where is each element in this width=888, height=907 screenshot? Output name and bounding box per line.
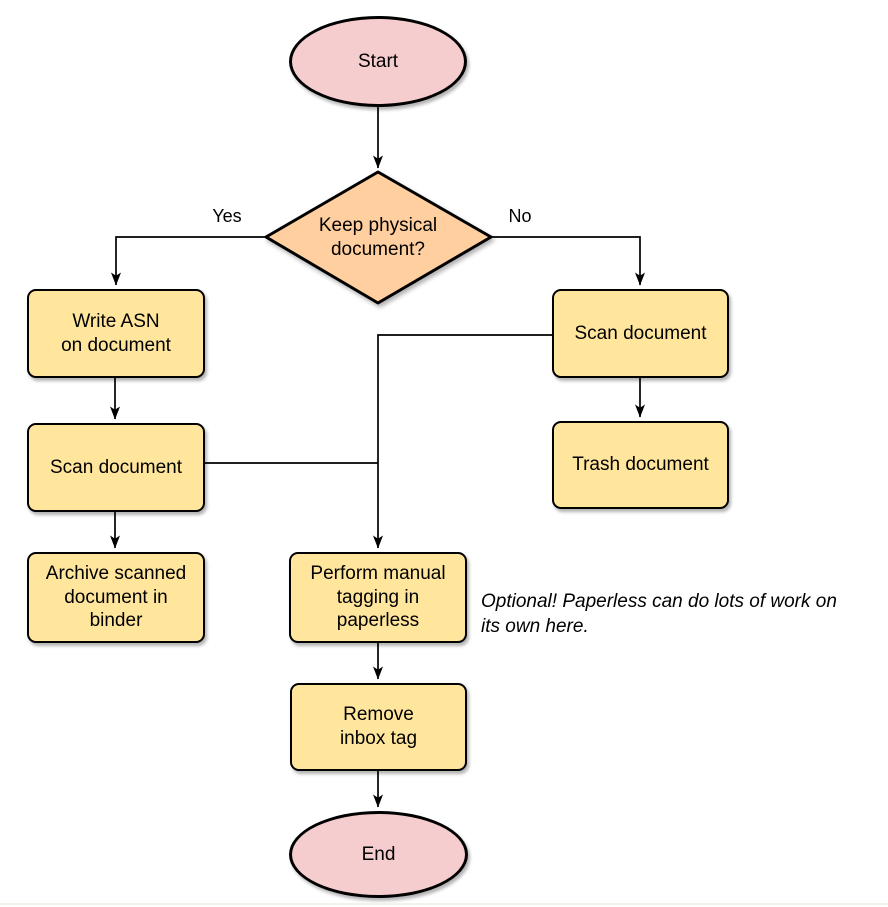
page-bottom-divider [0,903,888,905]
node-write-asn: Write ASN on document [27,289,205,378]
node-decision-label: Keep physical document? [318,215,438,260]
edge-decision-yes-to-write-asn [111,236,266,286]
edge-label-yes: Yes [212,206,242,226]
edge-label-no: No [508,206,532,226]
node-remove-inbox-tag: Remove inbox tag [290,683,467,771]
decision-diamond-shape [264,170,493,305]
node-scan-document-right: Scan document [552,289,729,378]
node-start: Start [289,16,467,107]
node-archive-scanned: Archive scanned document in binder [27,552,205,643]
node-trash-document: Trash document [552,421,729,509]
optional-note: Optional! Paperless can do lots of work … [481,591,837,637]
node-manual-tagging: Perform manual tagging in paperless [289,552,467,643]
edge-scan-right-to-tagging [373,334,552,549]
node-end: End [289,811,468,898]
node-scan-document-left: Scan document [27,423,205,512]
edge-decision-no-to-scan-right [491,236,645,286]
